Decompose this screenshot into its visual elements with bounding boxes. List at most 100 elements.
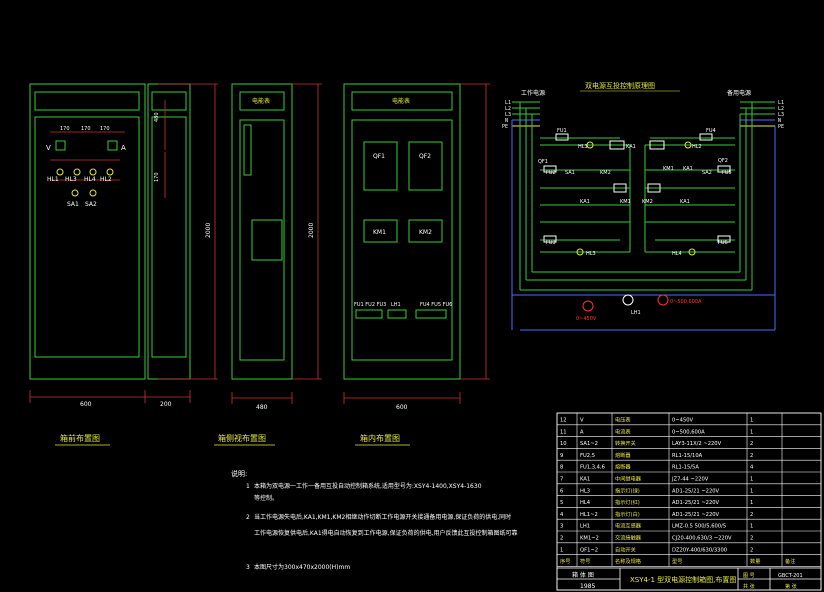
sch-km2-l: KM2 [600, 170, 611, 176]
table-cell: RL1-15/10A [672, 453, 703, 459]
title-block-title: XSY4-1 型双电源控制箱图,布置图 [630, 575, 736, 584]
table-cell: 电流互感器 [615, 522, 642, 530]
front-dim-width-main: 600 [80, 401, 92, 408]
table-cell: 2 [750, 512, 753, 518]
lamp-label-hl3: HL3 [65, 176, 77, 183]
left-source-label: 工作电源 [521, 89, 545, 97]
table-cell: 1 [750, 488, 753, 494]
sch-fu3: FU3 [546, 240, 556, 246]
table-cell: 11 [560, 429, 567, 435]
sch-ka1-l: KA1 [580, 199, 590, 205]
sch-km1-r: KM1 [663, 166, 674, 172]
table-cell: 10 [560, 441, 567, 447]
phase-left-l2: L2 [505, 106, 511, 112]
side-view-title: 箱侧视布置图 [218, 433, 266, 443]
note-1-text: 本箱为双电源一工作一备用互投自动控制箱系统,适用型号为:XSY4-1400,XS… [254, 482, 482, 490]
side-dimensions [231, 83, 322, 404]
table-cell: 指示灯(绿) [615, 486, 640, 494]
note-1-num: 1 [246, 483, 250, 490]
front-view-title: 箱前布置图 [60, 433, 100, 443]
title-block-left-bottom: 1985 [580, 583, 595, 590]
sch-hl1: HL1 [578, 144, 588, 150]
schematic-wiring [511, 101, 776, 331]
sch-amp-meter: 0~500,600A [670, 299, 702, 305]
table-cell: 0~500,600A [672, 429, 705, 435]
table-cell: KA1 [580, 477, 590, 483]
sch-ka1-r: KA1 [683, 166, 693, 172]
table-cell: AD1-25/21 ~220V [672, 500, 720, 506]
drawing-border [556, 412, 822, 591]
side-dim-depth: 480 [256, 404, 268, 411]
sch-sa2: SA2 [702, 170, 712, 176]
sch-fu5: FU5 [722, 170, 732, 176]
table-cell: 5 [560, 500, 563, 506]
schematic-title: 双电源互投控制原理图 [585, 81, 655, 90]
inner-km2-label: KM2 [419, 229, 432, 236]
side-dim-height: 2000 [308, 223, 315, 238]
table-cell: CJ20-400,630/3 ~220V [672, 536, 732, 542]
inner-lh1-label: LH1 [391, 302, 401, 308]
table-cell: 熔断器 [615, 451, 631, 459]
note-2b-text: 工作电源恢复供电后,KA1得电自动恢复到工作电源,保证负荷的供电,用户反馈此互投… [254, 529, 517, 537]
inner-km1-label: KM1 [373, 229, 386, 236]
table-cell: 1 [750, 429, 753, 435]
table-cell: 4 [560, 512, 564, 518]
switch-label-sa2: SA2 [85, 201, 97, 208]
front-dim-right-480: 480 [154, 112, 160, 122]
sch-hl4: HL4 [672, 251, 682, 257]
sch-qf2: QF2 [718, 158, 728, 164]
table-cell: 1 [750, 524, 753, 530]
inner-dim-width: 600 [396, 404, 408, 411]
table-cell: 8 [560, 465, 563, 471]
right-source-label: 备用电源 [727, 89, 751, 97]
table-cell: 2 [750, 536, 753, 542]
table-cell: 1 [750, 477, 753, 483]
table-cell: SA1~2 [580, 441, 598, 447]
sch-fu6: FU6 [718, 240, 728, 246]
table-cell: LMZ-0.5 500/5,600/5 [672, 524, 726, 530]
table-cell: FU2,5 [580, 453, 595, 459]
inner-fuse-left-label: FU1 FU2 FU3 [354, 302, 386, 308]
table-cell: V [580, 418, 584, 424]
table-cell: 12 [560, 418, 567, 424]
table-cell: 1 [560, 547, 563, 553]
phase-left-l1: L1 [505, 100, 511, 106]
phase-left-l3: L3 [505, 112, 511, 118]
table-header-cell: 数量 [750, 557, 760, 565]
notes-heading: 说明: [231, 469, 247, 478]
table-header-cell: 型号 [672, 557, 682, 565]
table-cell: 1 [750, 418, 753, 424]
table-header-cell: 备注 [785, 557, 795, 565]
front-dim-height: 2000 [205, 223, 212, 238]
table-cell: 电流表 [615, 427, 631, 435]
sch-fu4: FU4 [706, 128, 716, 134]
front-dimensions [29, 83, 218, 403]
table-cell: 熔断器 [615, 463, 631, 471]
inner-qf1-label: QF1 [373, 153, 385, 160]
meter-v-label: V [46, 144, 51, 152]
table-cell: 交流接触器 [615, 534, 642, 542]
table-cell: HL1~2 [580, 512, 598, 518]
note-1b-text: 等控制。 [254, 494, 278, 502]
front-dim-right-170: 170 [154, 172, 160, 182]
sch-qf1: QF1 [538, 159, 548, 165]
table-cell: A [580, 429, 584, 435]
table-header-cell: 名称及规格 [615, 557, 642, 565]
notes-list: 1 本箱为双电源一工作一备用互投自动控制箱系统,适用型号为:XSY4-1400,… [246, 482, 517, 571]
front-dim-width-side: 200 [160, 401, 172, 408]
meter-a-label: A [121, 144, 126, 152]
note-3-text: 本图尺寸为300x470x2000(H)mm [254, 563, 350, 571]
inner-view-title: 箱内布置图 [360, 433, 400, 443]
phase-right-l3: L3 [778, 112, 784, 118]
table-cell: 3 [560, 524, 563, 530]
note-2-num: 2 [246, 514, 250, 521]
sch-km1-l: KM1 [620, 199, 631, 205]
table-cell: 4 [750, 465, 754, 471]
title-block-r2b: 第 张 [785, 583, 797, 590]
table-cell: LH1 [580, 524, 590, 530]
table-cell: 2 [750, 441, 753, 447]
inner-qf2-label: QF2 [419, 153, 431, 160]
table-cell: AD1-25/21 ~220V [672, 488, 720, 494]
inner-fuse-right-label: FU4 FU5 FU6 [420, 302, 452, 308]
